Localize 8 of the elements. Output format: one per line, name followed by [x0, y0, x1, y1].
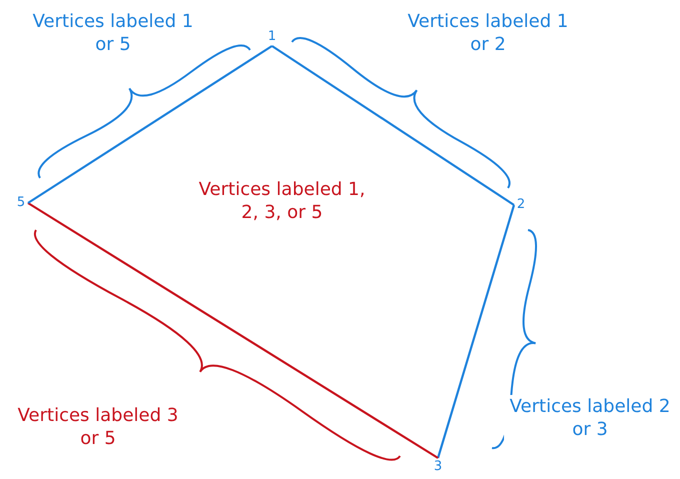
- vertex-number: 1: [265, 28, 279, 46]
- polygon-side: [27, 202, 439, 459]
- polygon-side: [27, 45, 273, 204]
- polygon-side: [436, 204, 516, 458]
- polygon-side: [271, 45, 515, 206]
- vertex-number: 2: [514, 196, 528, 214]
- vertex-number: 5: [14, 194, 28, 212]
- vertex-number: 3: [431, 458, 445, 476]
